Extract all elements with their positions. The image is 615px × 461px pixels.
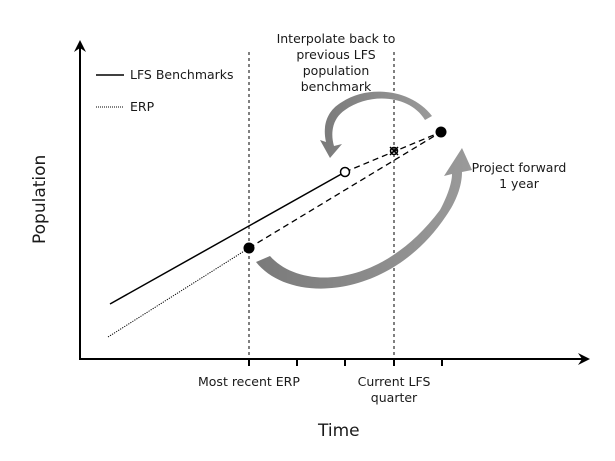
lfs-benchmark-line (109, 171, 346, 305)
current-lfs-estimate-cross-icon (389, 146, 399, 156)
x-axis (79, 353, 590, 366)
project-line-2: 1 year (499, 176, 539, 191)
interpolate-line-3: population (302, 63, 370, 78)
tick-label-current-lfs-line-1: Current LFS (357, 374, 431, 389)
x-axis-arrowhead-icon (578, 353, 590, 365)
projection-dashed-line (248, 131, 442, 249)
legend-lfs-benchmarks: LFS Benchmarks (130, 67, 234, 82)
legend-erp: ERP (130, 99, 155, 114)
y-axis-label: Population (30, 154, 50, 244)
tick-label-current-lfs: Current LFS quarter (340, 374, 448, 406)
y-axis-arrowhead-icon (74, 40, 86, 52)
interpolated-point (339, 166, 351, 178)
interpolate-line-1: Interpolate back to (276, 31, 396, 46)
project-forward-arrow-icon (256, 148, 472, 289)
x-axis-ticks (248, 359, 443, 366)
tick-label-most-recent-erp: Most recent ERP (198, 374, 300, 389)
interpolate-back-arrow-icon (320, 91, 432, 158)
interpolate-annotation: Interpolate back to previous LFS populat… (262, 31, 410, 95)
interpolate-line-4: benchmark (300, 79, 372, 94)
x-axis-label: Time (318, 421, 360, 441)
tick-label-current-lfs-line-2: quarter (370, 390, 418, 405)
projected-point (435, 126, 447, 138)
project-line-1: Project forward (471, 160, 567, 175)
interpolate-line-2: previous LFS (296, 47, 376, 62)
most-recent-erp-point (243, 242, 255, 254)
project-forward-annotation: Project forward 1 year (464, 160, 574, 192)
y-axis (74, 40, 86, 359)
